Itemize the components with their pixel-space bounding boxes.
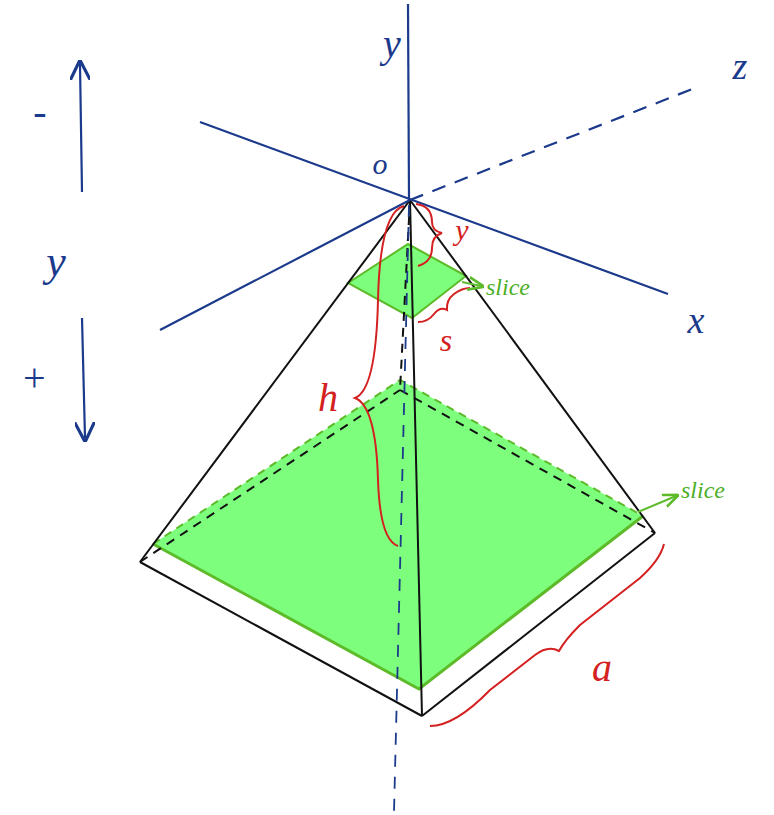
sign-label: + — [21, 358, 48, 398]
base-slice-back-edge — [153, 380, 643, 544]
sign-label: - — [33, 92, 46, 132]
down-arrow — [82, 318, 85, 438]
direction-label: y — [46, 240, 66, 284]
slice-label: slice — [486, 275, 530, 299]
slice-label: slice — [681, 478, 725, 502]
slice-pointer — [638, 496, 676, 512]
dimension-label: y — [455, 215, 468, 245]
up-arrow — [80, 64, 82, 192]
axis-label: y — [383, 24, 401, 64]
dimension-label: a — [592, 648, 612, 688]
axis-label: z — [733, 47, 748, 85]
dimension-label: s — [440, 324, 452, 356]
axis-dashed — [394, 205, 409, 812]
slice-pointer — [462, 282, 481, 286]
axis-label: x — [688, 301, 705, 339]
origin-label: o — [373, 149, 388, 179]
base-slice-fill — [153, 380, 643, 689]
dimension-braces — [355, 204, 664, 726]
base-slice-front-edge — [153, 516, 643, 689]
pyramid-edges — [140, 200, 655, 716]
dimension-label: h — [318, 378, 338, 418]
axes — [160, 4, 700, 330]
